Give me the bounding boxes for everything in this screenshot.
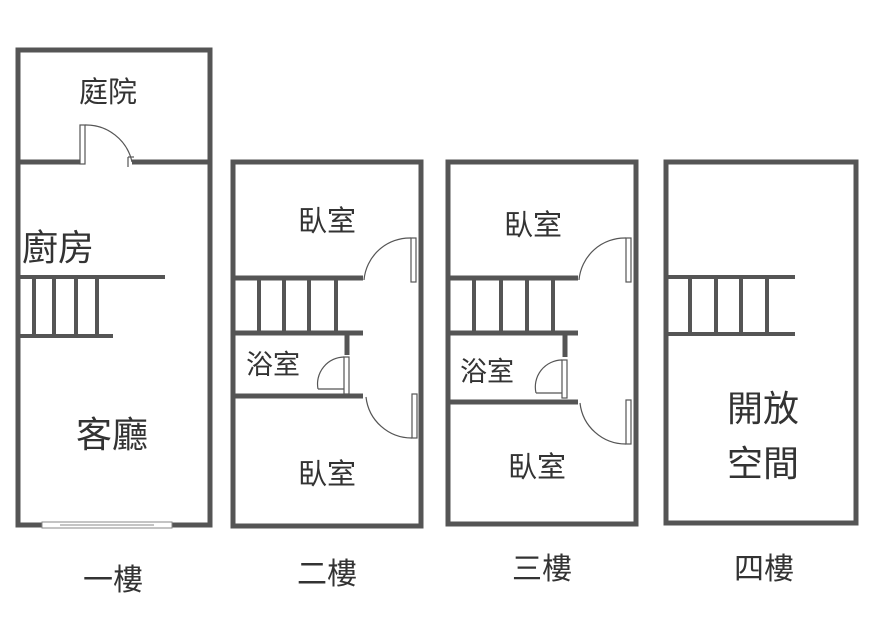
staircase <box>257 278 338 333</box>
door-swing <box>579 399 632 445</box>
room-label-kitchen: 廚房 <box>22 228 94 269</box>
room-label-open-space: 開放 <box>727 389 799 430</box>
room-label-bathroom: 浴室 <box>246 350 300 381</box>
door-swing <box>578 237 632 283</box>
floor-label: 一樓 <box>83 563 143 598</box>
door-swing <box>365 393 418 439</box>
room-label-living-room: 客廳 <box>76 415 148 456</box>
floor-4-outer-wall <box>663 159 859 526</box>
door-swing <box>79 124 134 167</box>
door-swing <box>363 237 417 283</box>
floor-3-outer-wall <box>445 159 639 527</box>
staircase <box>666 275 795 336</box>
room-label-bedroom: 臥室 <box>298 204 356 238</box>
staircase <box>472 278 555 333</box>
floor-1-plan: 庭院 廚房 客廳 一樓 <box>15 47 213 598</box>
floor-label: 二樓 <box>297 557 357 592</box>
room-label-bathroom: 浴室 <box>460 357 514 388</box>
floor-2-outer-wall <box>230 159 424 529</box>
floor-2-plan: 臥室 浴室 臥室 二樓 <box>230 159 424 592</box>
door-swing <box>534 359 568 399</box>
floor-4-plan: 開放 空間 四樓 <box>663 159 859 587</box>
floor-label: 三樓 <box>512 552 572 587</box>
room-label-bedroom: 臥室 <box>508 450 566 484</box>
floor-label: 四樓 <box>734 552 794 587</box>
staircase <box>18 275 165 338</box>
room-label-open-space: 空間 <box>727 444 799 485</box>
floor-3-plan: 臥室 浴室 臥室 三樓 <box>445 159 639 587</box>
room-label-bedroom: 臥室 <box>504 208 562 242</box>
room-label-bedroom: 臥室 <box>298 457 356 491</box>
room-label-courtyard: 庭院 <box>79 75 137 109</box>
door-swing <box>316 356 350 395</box>
